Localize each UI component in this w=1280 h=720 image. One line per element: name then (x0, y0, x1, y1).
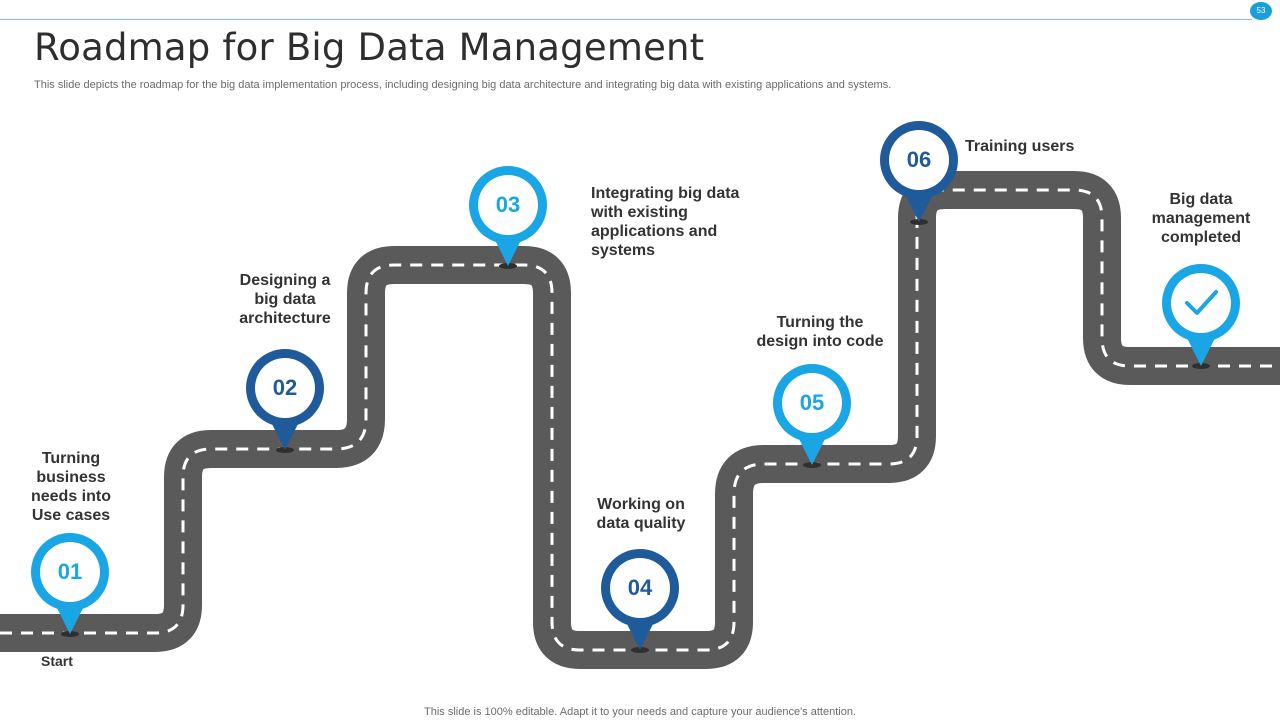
step-01-label: Turning business needs into Use cases (30, 450, 111, 524)
step-03-pin (469, 166, 547, 269)
top-divider-line (0, 19, 1252, 20)
step-05-number: 05 (799, 390, 825, 415)
completed-label: Big data management completed (1151, 191, 1251, 246)
step-02-pin (246, 349, 324, 453)
step-06-label: Training users (965, 138, 1075, 155)
slide-title: Roadmap for Big Data Management (34, 26, 705, 69)
step-02-number: 02 (272, 375, 298, 400)
step-06-pin (880, 121, 958, 225)
step-02-label: Designing a big data architecture (239, 272, 331, 327)
step-04-number: 04 (627, 575, 653, 600)
step-01-pin (31, 533, 109, 637)
checkmark-icon (1185, 290, 1218, 315)
step-03-number: 03 (495, 192, 521, 217)
slide-footer: This slide is 100% editable. Adapt it to… (424, 706, 856, 718)
step-04-label: Working on data quality (596, 496, 686, 532)
step-03-label: Integrating big data with existing appli… (591, 185, 740, 259)
step-04-pin (601, 549, 679, 653)
step-05-pin (773, 364, 851, 468)
step-05-label: Turning the design into code (756, 314, 884, 350)
step-06-number: 06 (906, 147, 932, 172)
step-01-number: 01 (57, 559, 83, 584)
start-label: Start (41, 653, 73, 669)
page-number-badge: 53 (1250, 2, 1272, 20)
slide-subtitle: This slide depicts the roadmap for the b… (34, 79, 892, 91)
completed-pin (1162, 264, 1240, 369)
